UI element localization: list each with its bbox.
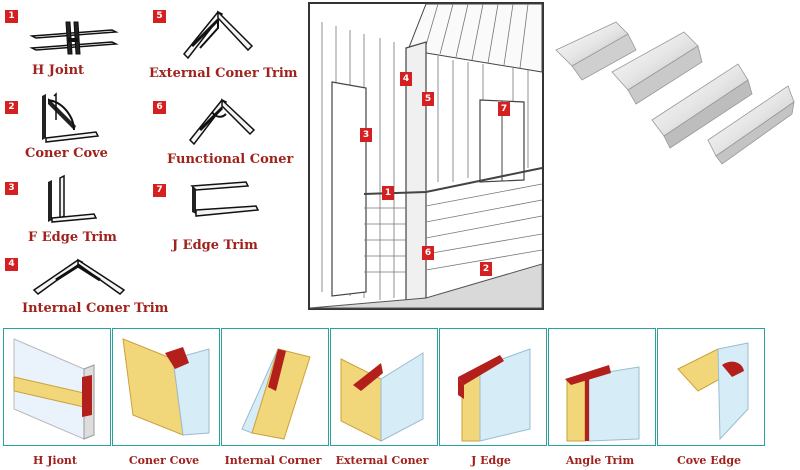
- profile-badge-1: 1: [5, 10, 18, 23]
- profile-label-1: H Joint: [32, 63, 85, 78]
- profile-label-2: Coner Cove: [25, 146, 108, 161]
- profile-badge-2: 2: [5, 101, 18, 114]
- installation-panel-coner-cove: [112, 328, 220, 446]
- profile-badge-5: 5: [153, 10, 166, 23]
- room-marker-4: 4: [400, 72, 412, 86]
- profile-label-5: External Coner Trim: [149, 66, 298, 81]
- profile-badge-7: 7: [153, 184, 166, 197]
- installation-label-5: J Edge: [471, 454, 511, 467]
- profile-label-4: Internal Coner Trim: [22, 301, 169, 316]
- installation-label-7: Cove Edge: [676, 454, 742, 467]
- installation-panel-internal-corner: [221, 328, 329, 446]
- installation-label-1: H Jiont: [32, 454, 78, 467]
- profile-label-6: Functional Coner: [167, 152, 294, 167]
- profile-label-3: F Edge Trim: [28, 230, 117, 245]
- f-edge-trim-profile-icon: [48, 174, 98, 223]
- installation-label-3: Internal Corner: [224, 454, 322, 467]
- room-marker-5: 5: [422, 92, 434, 106]
- installation-panel-h-joint: [3, 328, 111, 446]
- installation-label-6: Angle Trim: [565, 454, 635, 467]
- installation-panel-angle-trim: [548, 328, 656, 446]
- profile-badge-4: 4: [5, 258, 18, 271]
- j-edge-trim-profile-icon: [190, 181, 260, 217]
- installation-label-2: Coner Cove: [128, 454, 200, 467]
- trim-products-photo: [552, 10, 797, 170]
- external-corner-trim-profile-icon: [182, 10, 254, 60]
- room-installation-illustration: 1 2 3 4 5 6 7: [308, 2, 544, 310]
- installation-panel-j-edge: [439, 328, 547, 446]
- room-marker-7: 7: [498, 102, 510, 116]
- profile-catalog: 1 H Joint 2 Coner Cove 3 F Edge Trim 4 I…: [5, 2, 797, 316]
- profile-badge-3: 3: [5, 182, 18, 195]
- functional-corner-profile-icon: [188, 98, 256, 146]
- installation-strip: H Jiont Coner Cove Internal Corner Exter…: [0, 326, 800, 470]
- profile-label-7: J Edge Trim: [172, 238, 258, 253]
- room-marker-1: 1: [382, 186, 394, 200]
- internal-corner-trim-profile-icon: [32, 258, 126, 295]
- corner-cove-profile-icon: [42, 92, 100, 143]
- room-marker-2: 2: [480, 262, 492, 276]
- installation-panel-external-coner: [330, 328, 438, 446]
- installation-panel-cove-edge: [657, 328, 765, 446]
- h-joint-profile-icon: [29, 21, 119, 55]
- profile-badge-6: 6: [153, 101, 166, 114]
- installation-label-4: External Coner: [335, 454, 429, 467]
- room-marker-3: 3: [360, 128, 372, 142]
- room-marker-6: 6: [422, 246, 434, 260]
